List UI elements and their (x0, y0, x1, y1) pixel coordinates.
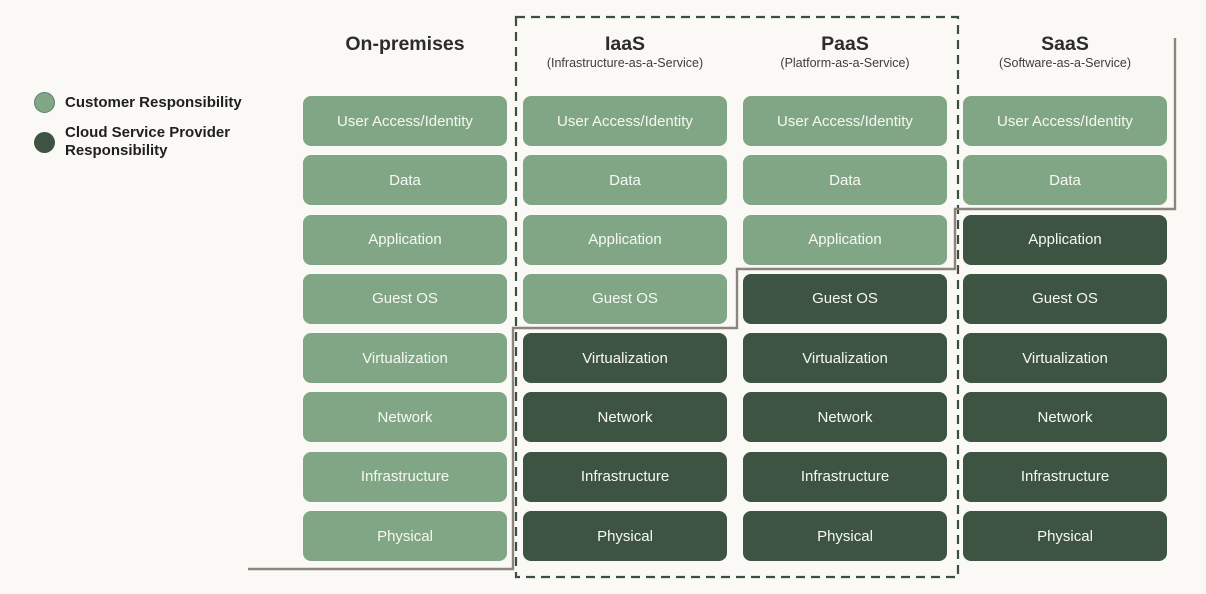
box-on-premises-user-access-identity: User Access/Identity (303, 96, 507, 146)
column-title-saas: SaaS (1041, 33, 1089, 55)
box-saas-physical: Physical (963, 511, 1167, 562)
box-iaas-physical: Physical (523, 511, 727, 562)
box-iaas-virtualization: Virtualization (523, 333, 727, 384)
box-on-premises-physical: Physical (303, 511, 507, 562)
box-paas-application: Application (743, 214, 947, 265)
box-paas-data: Data (743, 155, 947, 206)
box-on-premises-virtualization: Virtualization (303, 333, 507, 384)
box-paas-virtualization: Virtualization (743, 333, 947, 384)
box-iaas-guest-os: Guest OS (523, 273, 727, 324)
column-subtitle-iaas: (Infrastructure-as-a-Service) (546, 56, 704, 70)
customer-swatch-icon (34, 92, 55, 113)
box-saas-data: Data (963, 155, 1167, 206)
box-paas-network: Network (743, 392, 947, 443)
box-on-premises-network: Network (303, 392, 507, 443)
legend: Customer Responsibility Cloud Service Pr… (34, 92, 243, 160)
box-paas-physical: Physical (743, 511, 947, 562)
box-on-premises-guest-os: Guest OS (303, 273, 507, 324)
column-title-paas: PaaS (821, 33, 869, 55)
box-saas-user-access-identity: User Access/Identity (963, 96, 1167, 146)
box-iaas-user-access-identity: User Access/Identity (523, 96, 727, 146)
box-paas-guest-os: Guest OS (743, 273, 947, 324)
box-saas-infrastructure: Infrastructure (963, 451, 1167, 502)
column-title-on-premises: On-premises (345, 33, 465, 55)
box-iaas-network: Network (523, 392, 727, 443)
box-iaas-application: Application (523, 214, 727, 265)
legend-label: Cloud Service Provider Responsibility (65, 124, 231, 159)
box-iaas-infrastructure: Infrastructure (523, 451, 727, 502)
box-saas-network: Network (963, 392, 1167, 443)
column-subtitle-paas: (Platform-as-a-Service) (780, 56, 910, 70)
column-subtitle-saas: (Software-as-a-Service) (999, 56, 1131, 70)
legend-item-provider: Cloud Service Provider Responsibility (34, 124, 243, 160)
box-on-premises-data: Data (303, 155, 507, 206)
column-saas: SaaS (Software-as-a-Service) User Access… (963, 0, 1167, 594)
box-saas-application: Application (963, 214, 1167, 265)
column-iaas: IaaS (Infrastructure-as-a-Service) User … (523, 0, 727, 594)
legend-label: Customer Responsibility (65, 93, 242, 111)
box-on-premises-infrastructure: Infrastructure (303, 451, 507, 502)
box-saas-guest-os: Guest OS (963, 273, 1167, 324)
legend-item-customer: Customer Responsibility (34, 92, 243, 113)
provider-swatch-icon (34, 131, 55, 153)
column-title-iaas: IaaS (604, 33, 646, 55)
box-paas-infrastructure: Infrastructure (743, 451, 947, 502)
box-on-premises-application: Application (303, 214, 507, 265)
column-paas: PaaS (Platform-as-a-Service) User Access… (743, 0, 947, 594)
box-saas-virtualization: Virtualization (963, 333, 1167, 384)
box-iaas-data: Data (523, 155, 727, 206)
box-paas-user-access-identity: User Access/Identity (743, 96, 947, 146)
